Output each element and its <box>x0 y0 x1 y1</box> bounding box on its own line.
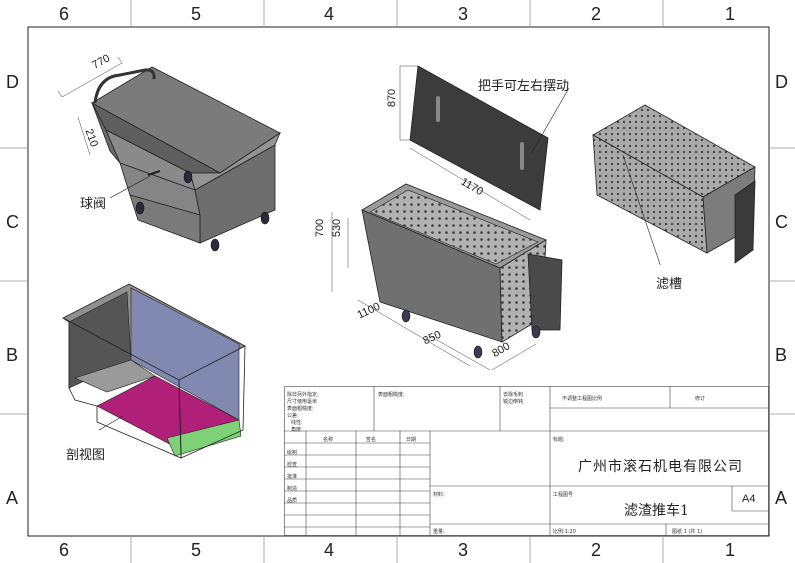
tb-finish: 表面粗糙度: <box>378 392 405 398</box>
zone-bottom-1: 1 <box>725 540 736 560</box>
tb-size: A4 <box>742 493 756 505</box>
zone-right-B: B <box>775 345 788 365</box>
zone-left-C: C <box>6 212 19 232</box>
tb-sheet: 图纸 1 (共 1) <box>672 529 703 535</box>
tb-scale: 比例:1:20 <box>553 529 576 535</box>
tb-title-label: 标题: <box>553 437 565 443</box>
zone-top-1: 1 <box>725 4 736 24</box>
dim-870: 870 <box>386 88 399 108</box>
cart-assembly-view <box>331 183 563 371</box>
filter-tank-view <box>592 104 756 265</box>
zone-bottom-4: 4 <box>324 540 335 560</box>
tb-req3: 表面粗糙度: <box>287 406 314 412</box>
tb-req1: 除非另外指定: <box>287 392 319 398</box>
tb-dwg-no: 工程图号 <box>553 492 574 498</box>
tb-material: 材料: <box>433 492 445 498</box>
section-view <box>62 283 246 459</box>
note-filter-tank: 滤槽 <box>656 277 683 292</box>
title-block-grid <box>284 386 769 536</box>
zone-top-6: 6 <box>59 4 70 24</box>
tb-row-approve: 批准 <box>287 474 298 480</box>
zone-bottom-2: 2 <box>591 540 602 560</box>
tb-drawing-title: 滤渣推车1 <box>624 503 689 519</box>
tb-row-draw: 绘制 <box>287 450 298 456</box>
zone-right-D: D <box>775 72 788 92</box>
tb-col-date: 日期 <box>406 437 417 443</box>
tb-req4: 公差: <box>287 413 299 419</box>
zone-bottom-5: 5 <box>191 540 202 560</box>
zone-left-A: A <box>6 488 19 508</box>
dim-700: 700 <box>314 218 327 238</box>
door-panel-view <box>399 65 549 221</box>
note-section-view: 剖视图 <box>66 448 106 463</box>
dim-530: 530 <box>331 218 344 238</box>
tb-revision: 修订 <box>695 396 706 402</box>
ball-valve-leader <box>109 175 151 199</box>
tb-edges2: 锐边倒钝 <box>503 399 524 405</box>
tb-row-check: 检查 <box>287 462 298 468</box>
tb-req2: 尺寸使用毫米 <box>287 399 318 405</box>
handle-swing-leader <box>530 87 570 155</box>
tb-row-mfg: 制造 <box>287 486 298 492</box>
note-ball-valve: 球阀 <box>80 197 107 212</box>
tb-req6: 角度: <box>291 427 303 433</box>
tb-col-sign: 签名 <box>366 437 377 443</box>
zone-bottom-6: 6 <box>59 540 70 560</box>
zone-right-C: C <box>775 212 788 232</box>
zone-bottom-3: 3 <box>458 540 469 560</box>
tb-col-name: 名称 <box>323 437 334 443</box>
tb-row-qa: 品质 <box>287 498 298 504</box>
zone-top-4: 4 <box>324 4 335 24</box>
tb-no-scale: 不调整工程图比例 <box>562 396 603 402</box>
tb-req5: 线性: <box>291 420 303 426</box>
zone-top-5: 5 <box>191 4 202 24</box>
zone-top-3: 3 <box>458 4 469 24</box>
note-handle-swing: 把手可左右摆动 <box>478 79 570 94</box>
zone-left-B: B <box>6 345 19 365</box>
zone-right-A: A <box>775 488 788 508</box>
tb-weight: 重量: <box>433 529 445 535</box>
tb-edges1: 去除毛刺 <box>503 392 524 398</box>
zone-top-2: 2 <box>591 4 602 24</box>
cart-isometric-view <box>57 56 281 252</box>
tb-company: 广州市滚石机电有限公司 <box>578 459 743 475</box>
zone-left-D: D <box>6 72 19 92</box>
